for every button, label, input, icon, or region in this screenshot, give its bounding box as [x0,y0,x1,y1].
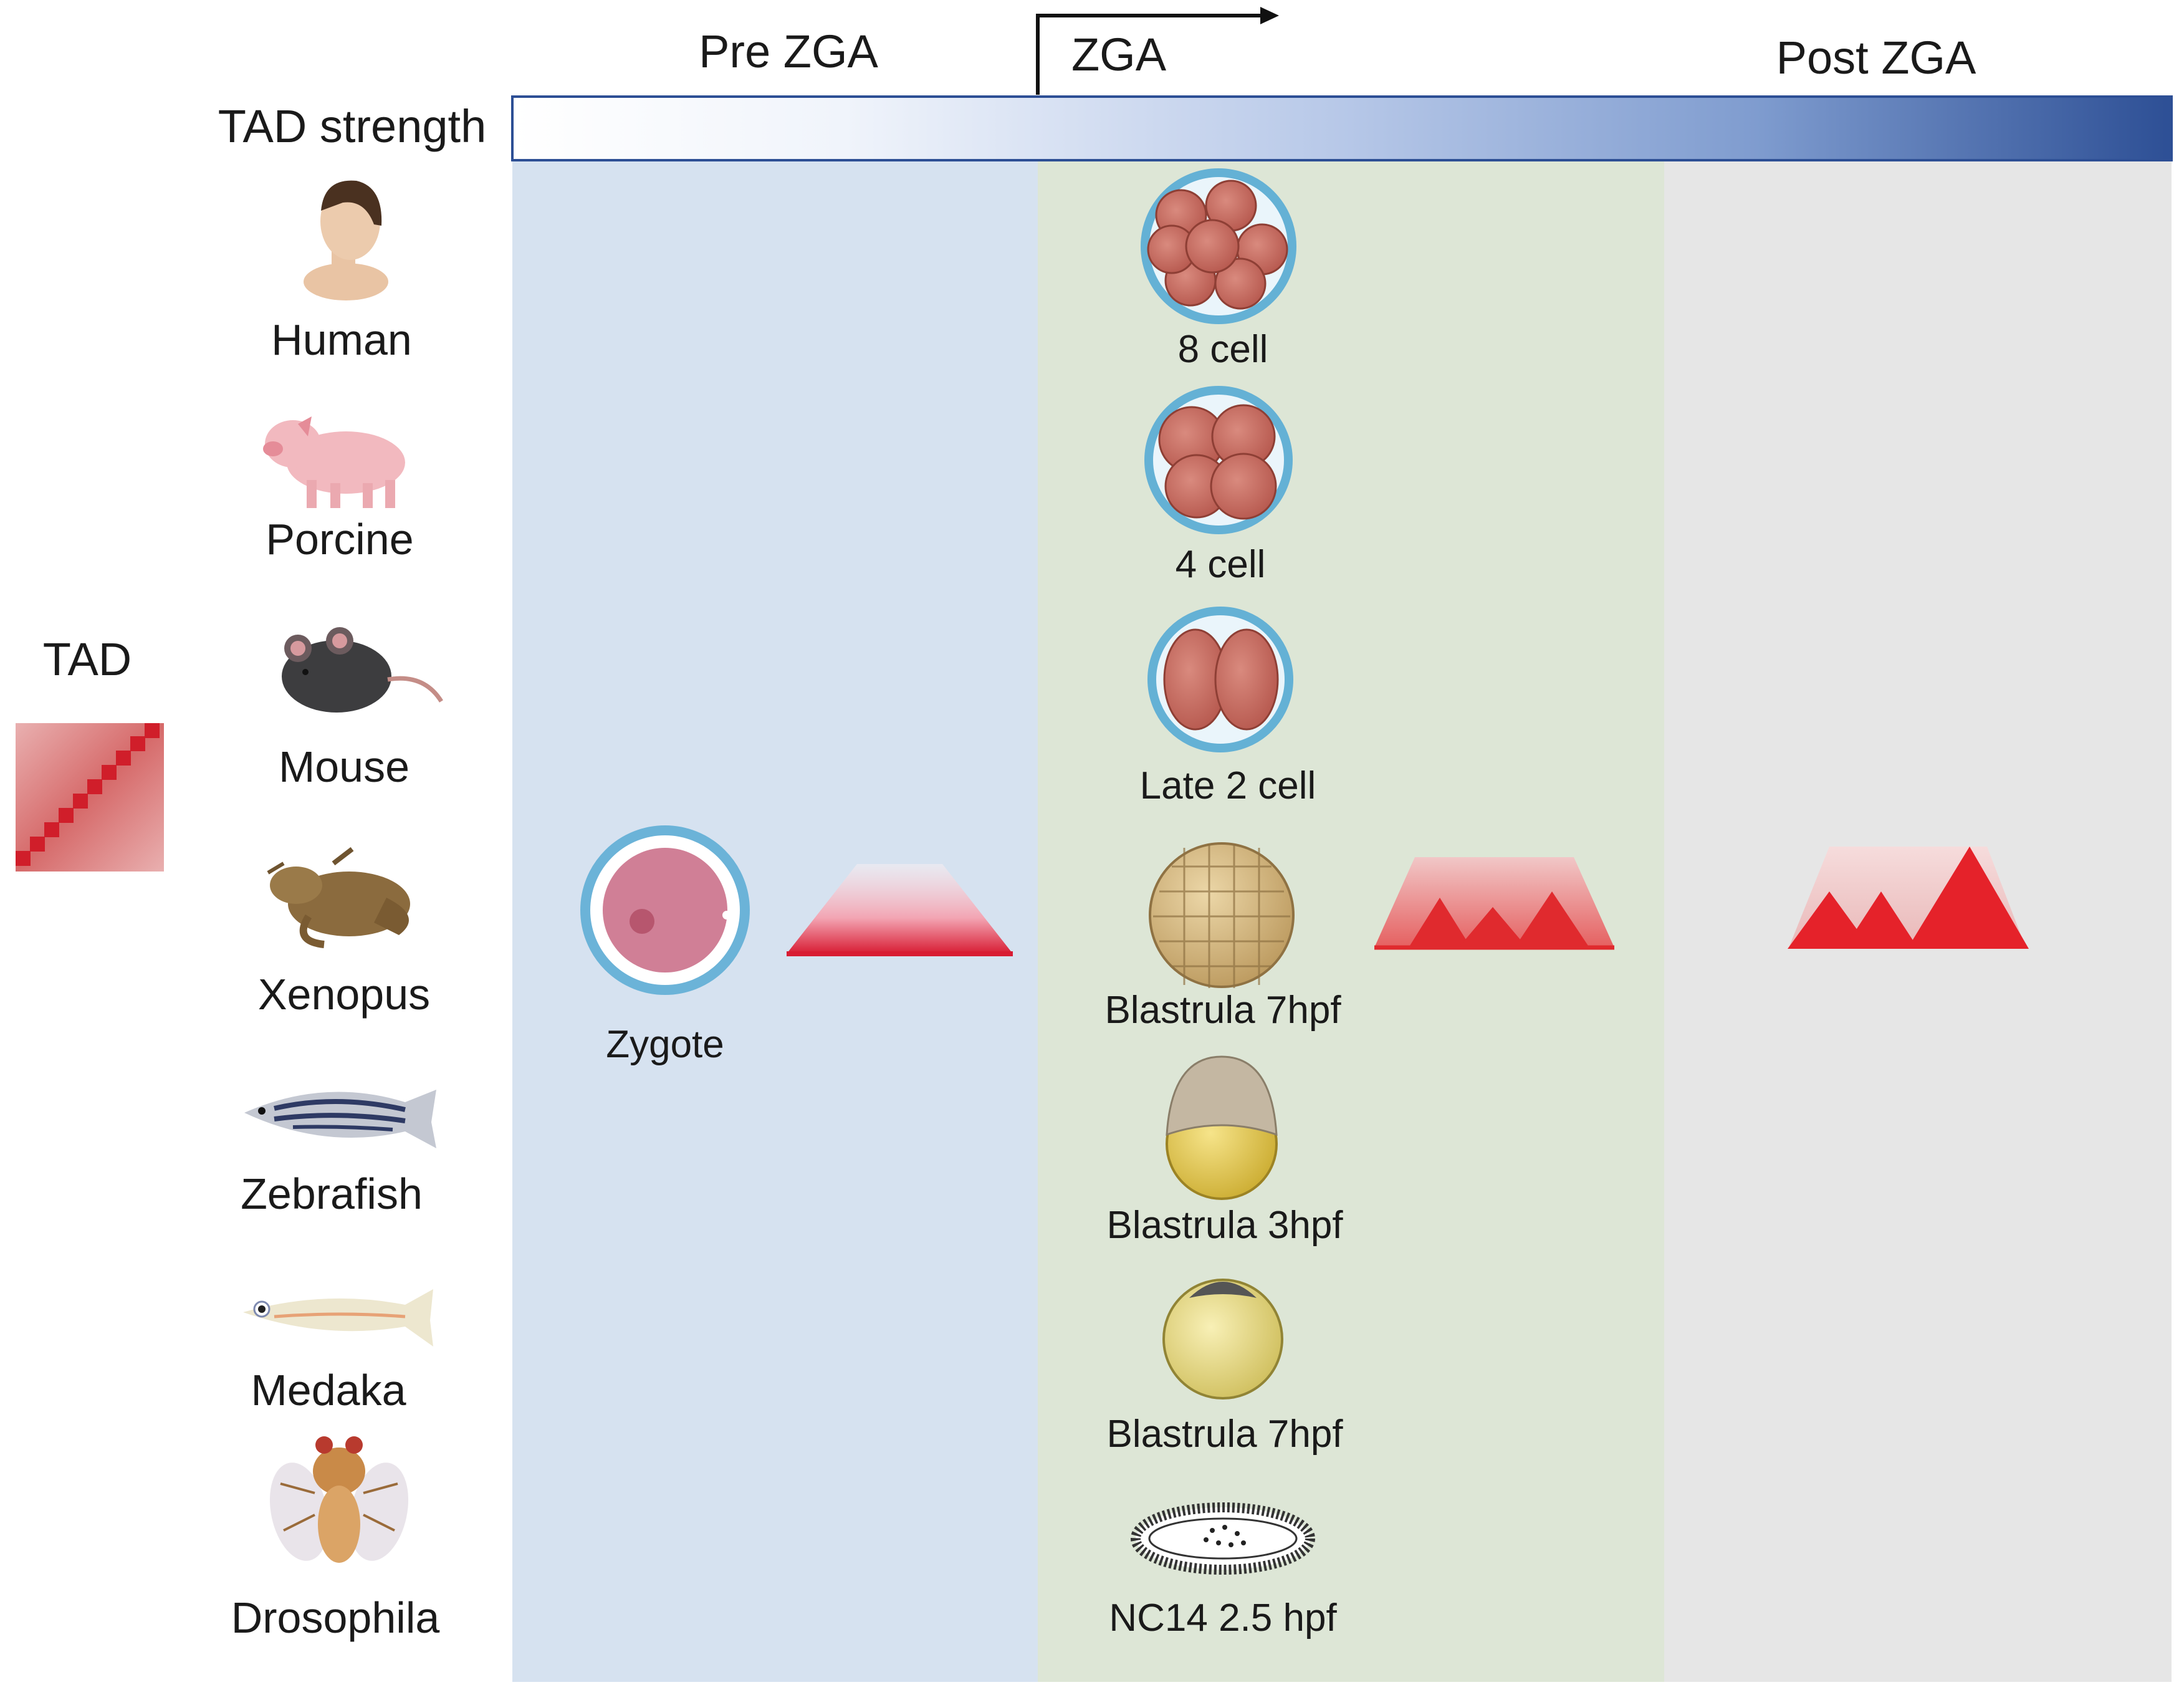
zebrafish-icon [244,1090,436,1148]
stage-label-late-2-cell: Late 2 cell [1139,764,1316,807]
tad-legend-icon [16,723,164,872]
species-label-medaka: Medaka [251,1366,406,1414]
species-label-xenopus: Xenopus [257,970,431,1019]
stage-label-4-cell: 4 cell [1175,543,1266,586]
stage-label-8-cell: 8 cell [1177,328,1268,371]
tad-legend-label: TAD [42,633,132,685]
post-zga-label: Post ZGA [1776,32,1976,84]
zga-label: ZGA [1071,29,1167,80]
eight-cell-embryo-icon [1141,168,1296,324]
stage-label-drosophila-nc14: NC14 2.5 hpf [1109,1597,1337,1640]
post-zga-tad-mark [1788,847,2029,949]
stage-label-zebrafish-blastula: Blastrula 3hpf [1106,1204,1343,1247]
pig-icon [263,416,405,508]
species-label-porcine: Porcine [266,515,414,564]
fly-icon [269,1436,409,1563]
stage-label-xenopus-blastula: Blastrula 7hpf [1104,989,1341,1032]
zebrafish-blastula-icon [1166,1055,1278,1200]
medaka-icon [243,1289,433,1347]
stage-label-medaka-blastula: Blastrula 7hpf [1106,1413,1343,1456]
zga-onset-arrow [1036,14,1265,95]
pre-zga-tad-triangle [787,864,1013,954]
species-label-drosophila: Drosophila [231,1593,440,1642]
xenopus-blastula-icon [1149,842,1295,988]
drosophila-embryo-icon [1131,1502,1315,1575]
species-label-human: Human [271,315,412,364]
species-label-mouse: Mouse [278,742,410,791]
zga-tad-mark [1374,857,1614,950]
species-label-zebrafish: Zebrafish [241,1169,423,1218]
medaka-blastula-icon [1162,1279,1283,1400]
four-cell-embryo-icon [1144,386,1293,534]
tad-strength-label: TAD strength [218,100,487,152]
arrow-head-icon [1260,7,1279,24]
zygote-icon [580,825,750,995]
zygote-label: Zygote [606,1023,724,1066]
frog-icon [267,847,410,948]
pre-zga-label: Pre ZGA [699,26,878,77]
mouse-icon [282,627,443,713]
human-icon [304,180,388,300]
two-cell-embryo-icon [1147,607,1293,752]
tad-strength-bar [511,95,2173,161]
